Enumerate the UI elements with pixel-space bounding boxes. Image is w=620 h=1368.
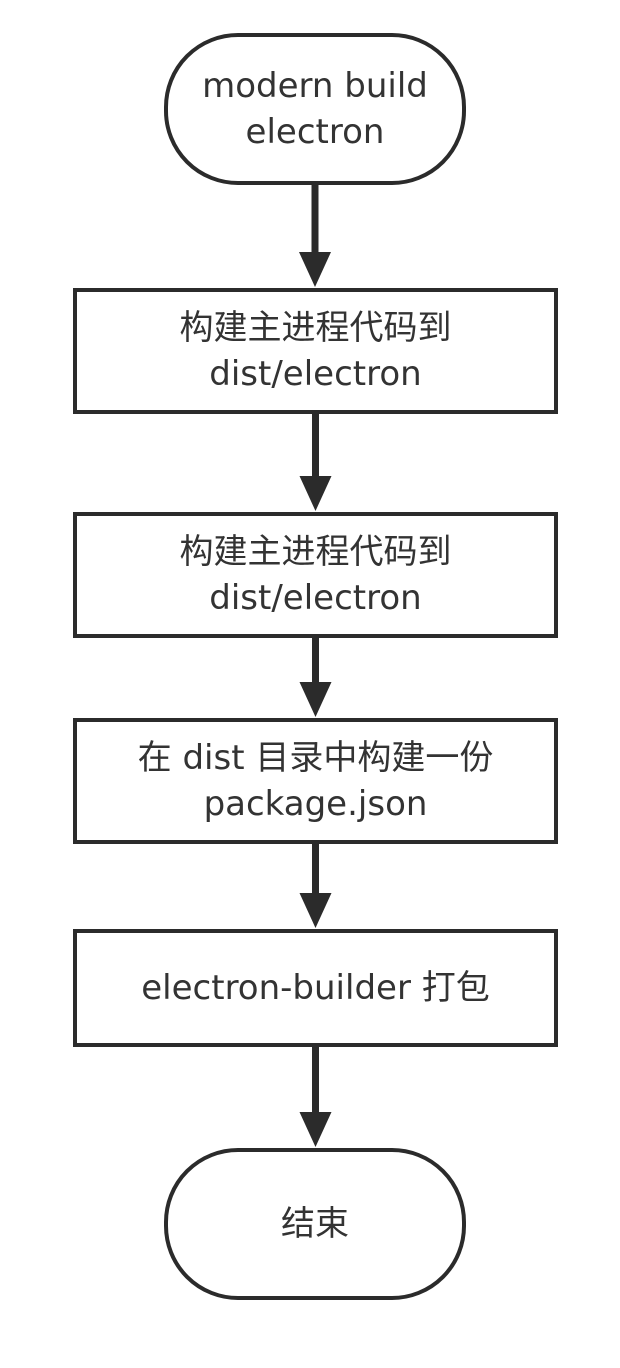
arrowhead-icon <box>299 1112 332 1147</box>
start-terminal-node: modern build electron <box>164 33 466 185</box>
node-text-line: 构建主进程代码到 <box>179 532 452 572</box>
node-text-line: package.json <box>203 784 428 824</box>
node-text-line: electron-builder 打包 <box>141 968 490 1008</box>
connector-arrow <box>299 844 332 928</box>
node-text-line: 构建主进程代码到 <box>179 308 452 348</box>
arrowhead-icon <box>299 893 332 928</box>
process-node-build-main-1: 构建主进程代码到 dist/electron <box>73 288 558 414</box>
arrowhead-icon <box>299 252 331 287</box>
connector-arrow <box>299 185 331 287</box>
process-node-build-main-2: 构建主进程代码到 dist/electron <box>73 512 558 638</box>
arrowhead-icon <box>299 682 332 717</box>
connector-arrow <box>299 1047 332 1147</box>
node-text-line: dist/electron <box>209 354 422 394</box>
node-text-line: dist/electron <box>209 578 422 618</box>
arrowhead-icon <box>299 476 332 511</box>
end-terminal-node: 结束 <box>164 1148 466 1300</box>
node-text-line: electron <box>245 112 385 152</box>
process-node-electron-builder: electron-builder 打包 <box>73 929 558 1047</box>
connector-arrow <box>299 414 332 511</box>
connector-arrow <box>299 638 332 717</box>
process-node-package-json: 在 dist 目录中构建一份 package.json <box>73 718 558 844</box>
node-text-line: 结束 <box>281 1204 349 1244</box>
node-text-line: modern build <box>202 66 428 106</box>
node-text-line: 在 dist 目录中构建一份 <box>137 738 494 778</box>
